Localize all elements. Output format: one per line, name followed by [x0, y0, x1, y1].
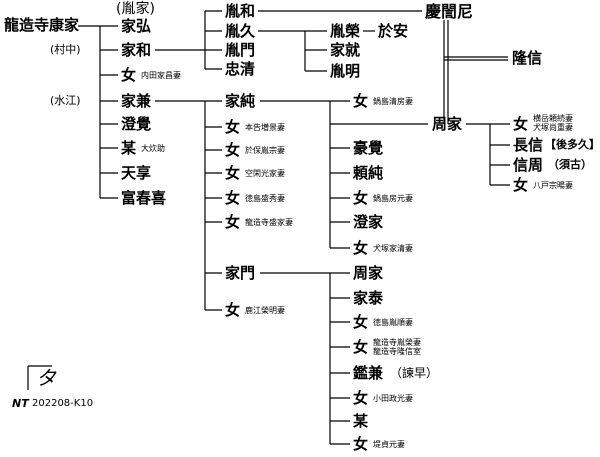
node-iekane-daughter-3: 女 [225, 164, 241, 182]
node-tenkyo: 天享 [121, 164, 152, 182]
note-iekane-daughter-5: 龍造寺盛家妻 [245, 218, 293, 227]
node-iekane-daughter-2: 女 [225, 141, 241, 159]
node-ienari: 家就 [330, 41, 361, 59]
logo-mark: タ [36, 366, 56, 390]
node-nobuchika: 信周 [513, 156, 544, 174]
node-nagayoshi: 長信 [513, 136, 544, 154]
footer-code: 202208-K10 [32, 398, 94, 409]
node-tanekazu: 胤和 [225, 2, 256, 20]
node-iekado-daughter: 女 [225, 301, 241, 319]
node-iezumi: 家純 [225, 92, 256, 110]
node-kankane: 鑑兼 [353, 364, 384, 382]
note-iezumi-daughter-mid: 鍋島房元妻 [373, 194, 413, 203]
node-gokaku: 豪覺 [353, 139, 384, 157]
node-ieyasu: 家泰 [353, 289, 384, 307]
note-iekado-d4: 堤貞元妻 [373, 440, 405, 449]
note-iekane-daughter-3: 空閑光家妻 [245, 169, 285, 178]
note-bou: 大炊助 [141, 144, 165, 153]
node-tadakiyo: 忠清 [225, 60, 256, 78]
note-nobuchika: （須古） [548, 158, 592, 171]
node-iekane-daughter-4: 女 [225, 189, 241, 207]
node-chokaku: 澄覺 [121, 115, 152, 133]
node-iekane-daughter-5: 女 [225, 213, 241, 231]
node-iekado-d1: 女 [353, 313, 369, 331]
note-iekado-daughter: 鹿江榮明妻 [245, 306, 285, 315]
node-bou: 某 [121, 139, 137, 157]
note-iekado-d2b: 龍造寺隆信室 [373, 347, 421, 356]
node-iezumi-daughter-low: 女 [353, 239, 369, 257]
node-iehiro: 家弘 [121, 17, 152, 35]
note-iekazu-daughter: 内田家昌妻 [141, 71, 181, 80]
node-taneei: 胤榮 [330, 22, 361, 40]
node-iekazu-daughter: 女 [121, 66, 137, 84]
node-tanekado: 胤門 [225, 41, 256, 59]
node-iekado-d2: 女 [353, 338, 369, 356]
node-chika-upper: 周家 [432, 115, 463, 133]
node-chika-child-4: 女 [513, 176, 529, 194]
note-iekado-d2a: 龍造寺胤榮妻 [373, 338, 421, 347]
node-keiginni: 慶誾尼 [425, 2, 474, 21]
note-chika-child-1b: 犬塚尚重妻 [533, 123, 573, 132]
node-iekado: 家門 [225, 264, 256, 282]
node-raijun: 頼純 [353, 164, 384, 182]
label-murachu: (村中) [50, 43, 81, 56]
node-fushunki: 富春喜 [121, 189, 167, 207]
root-yasuie: 龍造寺康家 [4, 16, 80, 34]
node-iekane: 家兼 [121, 92, 152, 110]
note-nagayoshi: 【後多久】 [545, 138, 600, 151]
note-iezumi-daughter-low: 犬塚家清妻 [373, 244, 413, 253]
label-mizue: (水江) [50, 94, 81, 107]
label-toshiie: (胤家) [116, 1, 155, 17]
node-bou2: 某 [353, 412, 369, 430]
note-chika-child-4: 八戸宗暘妻 [533, 181, 573, 190]
node-iekado-d3: 女 [353, 389, 369, 407]
node-iekane-daughter-1: 女 [225, 118, 241, 136]
note-iezumi-daughter-top: 鍋島清房妻 [373, 97, 413, 106]
node-iezumi-daughter-top: 女 [353, 92, 369, 110]
node-tanehisa: 胤久 [225, 22, 256, 40]
note-iekado-d3: 小田政光妻 [373, 394, 413, 403]
node-choka: 澄家 [353, 213, 384, 231]
node-taneaki: 胤明 [330, 62, 361, 80]
node-takanobu: 隆信 [512, 49, 543, 67]
node-iekazu: 家和 [121, 41, 152, 59]
node-iezumi-daughter-mid: 女 [353, 189, 369, 207]
node-oyasu: 於安 [378, 22, 409, 40]
note-chika-child-1a: 横岳頼続妻 [533, 114, 573, 123]
note-iekane-daughter-4: 徳島盛秀妻 [245, 194, 285, 203]
note-iekado-d1: 徳島胤順妻 [373, 318, 413, 327]
note-iekane-daughter-1: 本告増景妻 [245, 123, 285, 132]
node-chika-child-1: 女 [513, 115, 529, 133]
node-chika-lower: 周家 [353, 264, 384, 282]
footer-initials: NT [12, 397, 29, 410]
note-iekane-daughter-2: 於保胤宗妻 [245, 146, 285, 155]
node-iekado-d4: 女 [353, 435, 369, 453]
note-kankane: （諫早） [390, 366, 439, 380]
